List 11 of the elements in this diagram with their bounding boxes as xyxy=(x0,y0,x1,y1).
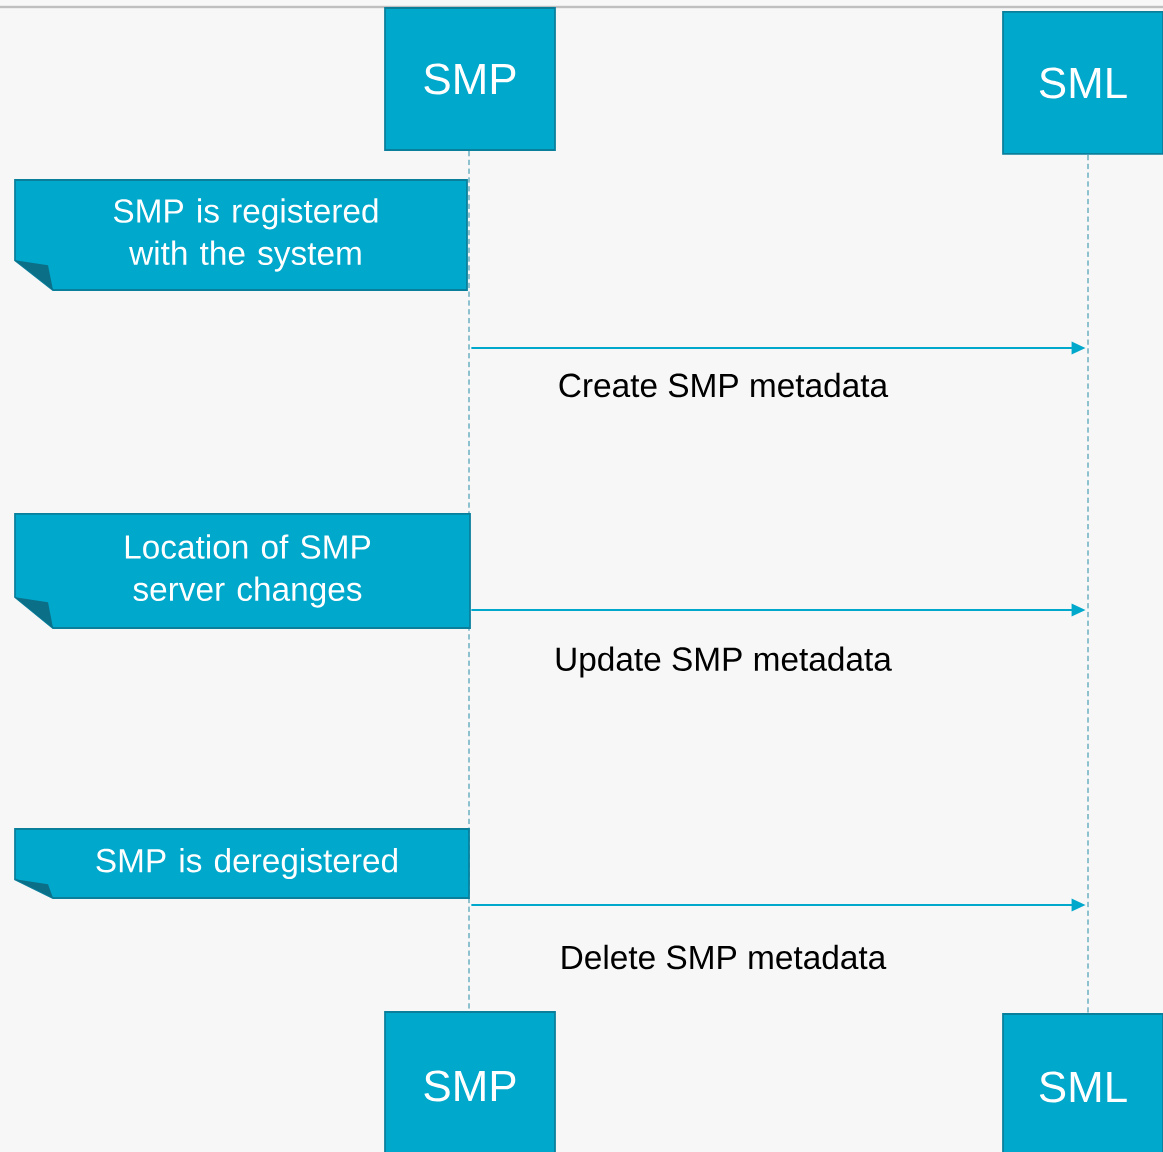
participant-box: SMP xyxy=(384,1011,556,1152)
note-box: SMP is registered with the system xyxy=(14,179,468,291)
participant-box: SMP xyxy=(384,7,556,151)
edge-label: Delete SMP metadata xyxy=(562,944,887,970)
participant-box: SML xyxy=(1002,1013,1163,1152)
participant-box: SML xyxy=(1002,11,1163,155)
edge-label: Update SMP metadata xyxy=(556,646,892,678)
note-box: SMP is deregistered xyxy=(14,828,470,899)
note-box: Location of SMP server changes xyxy=(14,513,471,629)
lifeline xyxy=(1087,154,1089,1014)
edge-label: Create SMP metadata xyxy=(559,372,889,398)
